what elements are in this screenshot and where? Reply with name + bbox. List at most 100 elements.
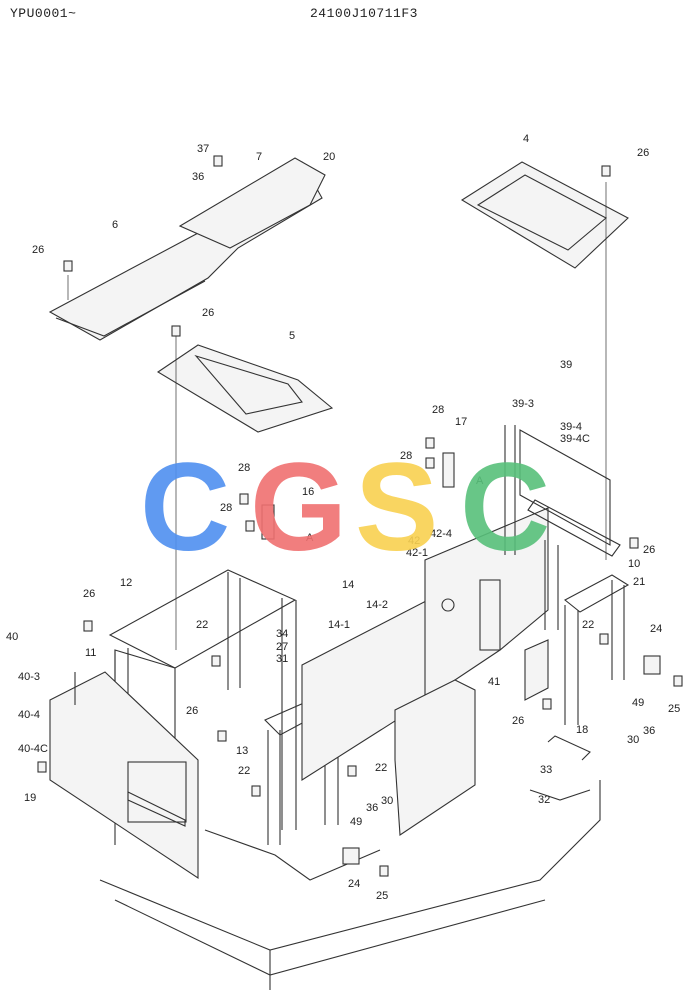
panel-42 [424, 507, 549, 702]
bolt-icon [425, 457, 435, 469]
callout-label: 22 [196, 619, 208, 631]
bolt-icon [239, 493, 249, 505]
callout-label: 14-2 [366, 599, 388, 611]
bolt-set [37, 155, 683, 877]
callout-label: 49 [350, 816, 362, 828]
callout-label: A [306, 532, 314, 544]
callout-label: 11 [85, 647, 96, 659]
callout-label: 26 [186, 705, 198, 717]
bolt-icon [379, 865, 389, 877]
watermark-letter: C [140, 438, 230, 577]
callout-label: 19 [24, 792, 36, 804]
callout-label: A [476, 475, 484, 487]
callout-label: 42-4 [430, 528, 452, 540]
bracket-24-lower [342, 847, 360, 865]
callout-label: 49 [632, 697, 644, 709]
cover-panel-5 [156, 344, 334, 433]
callout-label: 28 [432, 404, 444, 416]
callout-label: 22 [582, 619, 594, 631]
callout-label: 28 [238, 462, 250, 474]
bolt-icon [211, 655, 221, 667]
callout-label: 7 [256, 151, 262, 163]
callout-label: 26 [643, 544, 655, 556]
bolt-icon [629, 537, 639, 549]
callout-label: 40-4C [18, 743, 48, 755]
callout-label: 42 [408, 535, 420, 547]
callout-label: 34 [276, 628, 288, 640]
bolt-icon [601, 165, 611, 177]
callout-label: 24 [348, 878, 360, 890]
callout-label: 5 [289, 330, 295, 342]
callout-label: 40-3 [18, 671, 40, 683]
watermark-letter: G [250, 438, 347, 577]
callout-label: 36 [192, 171, 204, 183]
callout-label: 26 [512, 715, 524, 727]
base-frame-outline [99, 780, 601, 990]
callout-label: 39-4 [560, 421, 582, 433]
door-panel-40 [49, 671, 199, 880]
bracket-24-right [643, 655, 661, 675]
callout-label: 36 [366, 802, 378, 814]
callout-label: 12 [120, 577, 132, 589]
callout-label: 30 [381, 795, 393, 807]
bolt-icon [251, 785, 261, 797]
callout-label: 26 [202, 307, 214, 319]
bolt-icon [63, 260, 73, 272]
bolt-icon [217, 730, 227, 742]
callout-label: 26 [32, 244, 44, 256]
bolt-icon [599, 633, 609, 645]
callout-label: 20 [323, 151, 335, 163]
callout-label: 42-1 [406, 547, 428, 559]
callout-label: 14-1 [328, 619, 350, 631]
header-drawing-number: 24100J10711F3 [310, 6, 418, 21]
callout-label: 22 [238, 765, 250, 777]
cover-panel-4 [460, 161, 629, 269]
callout-label: 39-4C [560, 433, 590, 445]
callout-label: 24 [650, 623, 662, 635]
callout-label: 27 [276, 641, 288, 653]
bolt-icon [245, 520, 255, 532]
frame-right [504, 425, 630, 725]
watermark-letter: S [355, 438, 438, 577]
cover-plate-7 [178, 157, 326, 249]
callout-label: 26 [637, 147, 649, 159]
callout-label: 28 [400, 450, 412, 462]
panel-41 [524, 639, 549, 701]
callout-label: 36 [643, 725, 655, 737]
bolt-icon [673, 675, 683, 687]
bolt-icon [347, 765, 357, 777]
callout-label: 39-3 [512, 398, 534, 410]
floor-plate-14-2 [394, 679, 476, 836]
callout-label: 41 [488, 676, 500, 688]
bolt-icon [213, 155, 223, 167]
callout-label: 22 [375, 762, 387, 774]
callout-label: 30 [627, 734, 639, 746]
bolt-icon [425, 437, 435, 449]
callout-label: 25 [376, 890, 388, 902]
hinge-16 [261, 504, 275, 540]
callout-label: 16 [302, 486, 314, 498]
callout-label: 6 [112, 219, 118, 231]
bolt-icon [83, 620, 93, 632]
callout-label: 32 [538, 794, 550, 806]
handle-18 [547, 735, 591, 761]
hinge-17 [442, 452, 455, 488]
callout-label: 13 [236, 745, 248, 757]
callout-label: 37 [197, 143, 209, 155]
callout-label: 25 [668, 703, 680, 715]
callout-label: 33 [540, 764, 552, 776]
callout-label: 26 [83, 588, 95, 600]
callout-label: 17 [455, 416, 467, 428]
header-left-code: YPU0001~ [10, 6, 77, 21]
bolt-icon [37, 761, 47, 773]
callout-label: 28 [220, 502, 232, 514]
callout-label: 21 [633, 576, 645, 588]
watermark-letter: C [460, 438, 550, 577]
callout-label: 4 [523, 133, 529, 145]
callout-label: 14 [342, 579, 354, 591]
callout-label: 40 [6, 631, 18, 643]
callout-label: 10 [628, 558, 640, 570]
